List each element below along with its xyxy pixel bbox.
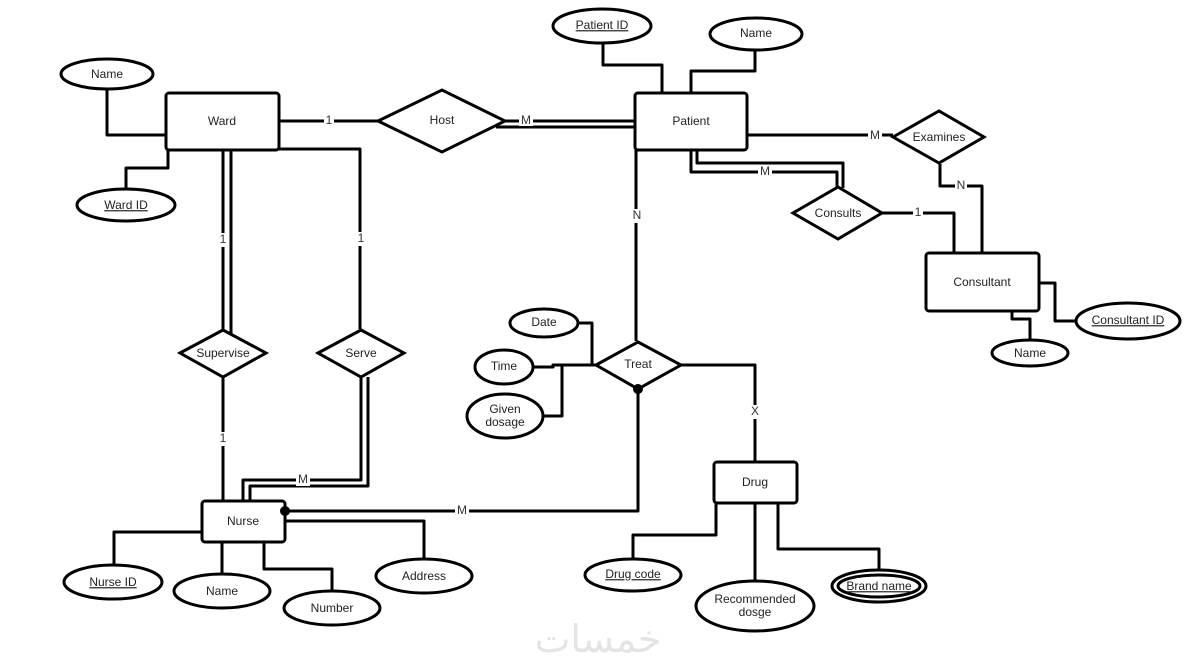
attribute-consultant-name[interactable]: Name bbox=[990, 338, 1070, 368]
line-ward-serve bbox=[279, 147, 362, 329]
line-nurse-number bbox=[262, 543, 334, 591]
attribute-label: Address bbox=[402, 569, 446, 583]
entity-drug[interactable]: Drug bbox=[712, 460, 799, 505]
line-consultant-id bbox=[1040, 281, 1076, 323]
watermark: خمسات bbox=[535, 617, 662, 661]
line-nurse-id bbox=[112, 530, 202, 567]
cardinality-treat-drug: X bbox=[751, 404, 759, 418]
cardinality-ward-host: 1 bbox=[326, 113, 333, 127]
attribute-label: Given bbox=[489, 402, 520, 416]
attribute-nurse-number[interactable]: Number bbox=[282, 589, 382, 627]
line-treat-nurse bbox=[285, 389, 640, 513]
line-treat-drug bbox=[681, 363, 757, 461]
attribute-label: dosge bbox=[739, 605, 772, 619]
attribute-nurse-name[interactable]: Name bbox=[172, 572, 272, 610]
attribute-consultant-id[interactable]: Consultant ID bbox=[1074, 301, 1182, 341]
attribute-label: Name bbox=[91, 67, 123, 81]
relationship-label: Host bbox=[430, 113, 455, 127]
entity-nurse[interactable]: Nurse bbox=[200, 499, 287, 544]
attribute-brand-name[interactable]: Brand name bbox=[830, 568, 928, 604]
cardinality-examines-consultant: N bbox=[957, 178, 966, 192]
line-consultant-name bbox=[1010, 312, 1032, 342]
attribute-label: Date bbox=[531, 315, 557, 329]
attribute-label: Name bbox=[1014, 346, 1046, 360]
relationship-consults[interactable]: Consults bbox=[790, 185, 885, 241]
attribute-label-key: Drug code bbox=[605, 567, 661, 581]
cardinality-patient-treat: N bbox=[633, 208, 642, 222]
relationship-supervise[interactable]: Supervise bbox=[176, 328, 270, 379]
entity-label: Ward bbox=[208, 114, 236, 128]
attribute-label-key: Ward ID bbox=[104, 198, 148, 212]
cardinality-ward-supervise: 1 bbox=[220, 232, 227, 246]
cardinality-patient-examines: M bbox=[870, 128, 880, 142]
attribute-nurse-address[interactable]: Address bbox=[374, 557, 474, 595]
cardinality-serve-nurse: M bbox=[298, 472, 308, 486]
cardinality-labels: 1 M M N M 1 N X M 1 1 1 M bbox=[218, 113, 967, 518]
attribute-recommended-dosage[interactable]: Recommended dosge bbox=[694, 579, 816, 633]
attribute-patient-id[interactable]: Patient ID bbox=[551, 7, 653, 45]
attribute-label-key: Brand name bbox=[846, 579, 912, 593]
line-time bbox=[533, 363, 596, 369]
line-patient-consults-a bbox=[695, 150, 845, 188]
attribute-nurse-id[interactable]: Nurse ID bbox=[62, 563, 164, 601]
line-consults-consultant bbox=[882, 211, 956, 253]
attribute-label: Time bbox=[491, 359, 518, 373]
attribute-time[interactable]: Time bbox=[473, 348, 535, 386]
attribute-patient-name[interactable]: Name bbox=[708, 16, 804, 52]
entity-label: Nurse bbox=[227, 514, 259, 528]
relationship-label: Serve bbox=[345, 346, 377, 360]
attribute-label-key: Consultant ID bbox=[1092, 313, 1165, 327]
relationship-label: Consults bbox=[815, 206, 862, 220]
line-patient-name bbox=[689, 48, 757, 92]
cardinality-treat-nurse: M bbox=[457, 503, 467, 517]
relationship-host[interactable]: Host bbox=[374, 88, 509, 154]
cardinality-consults-consultant: 1 bbox=[915, 205, 922, 219]
attribute-label: Recommended bbox=[714, 592, 795, 606]
cardinality-supervise-nurse: 1 bbox=[220, 431, 227, 445]
entity-label: Patient bbox=[672, 114, 710, 128]
attribute-label-key: Nurse ID bbox=[89, 575, 137, 589]
line-ward-id bbox=[124, 150, 170, 190]
entity-ward[interactable]: Ward bbox=[164, 91, 281, 152]
line-given-dosage bbox=[541, 365, 564, 418]
relationship-label: Supervise bbox=[196, 346, 250, 360]
line-patient-id bbox=[601, 43, 664, 92]
attribute-drug-code[interactable]: Drug code bbox=[583, 557, 683, 593]
relationship-serve[interactable]: Serve bbox=[314, 328, 408, 379]
attribute-label-key: Patient ID bbox=[576, 18, 629, 32]
attribute-label: dosage bbox=[485, 415, 525, 429]
line-nurse-address bbox=[285, 519, 426, 559]
attribute-given-dosage[interactable]: Given dosage bbox=[465, 392, 545, 440]
attribute-label: Name bbox=[206, 584, 238, 598]
line-brand-name bbox=[776, 503, 881, 571]
line-drug-code bbox=[631, 503, 718, 560]
attribute-ward-id[interactable]: Ward ID bbox=[75, 187, 177, 223]
relationship-label: Treat bbox=[624, 357, 652, 371]
participation-dot-nurse bbox=[280, 506, 290, 516]
relationship-treat[interactable]: Treat bbox=[592, 340, 685, 391]
participation-dot-treat bbox=[633, 384, 643, 394]
line-ward-name bbox=[105, 88, 166, 137]
cardinality-ward-serve: 1 bbox=[358, 231, 365, 245]
relationship-examines[interactable]: Examines bbox=[889, 109, 987, 165]
attribute-label: Number bbox=[311, 601, 354, 615]
attribute-ward-name[interactable]: Name bbox=[59, 57, 155, 91]
attribute-date[interactable]: Date bbox=[508, 307, 580, 339]
entity-consultant[interactable]: Consultant bbox=[924, 251, 1041, 313]
entity-label: Consultant bbox=[953, 275, 1011, 289]
relationship-label: Examines bbox=[913, 130, 966, 144]
entity-label: Drug bbox=[742, 475, 768, 489]
line-date bbox=[578, 321, 594, 365]
cardinality-host-patient: M bbox=[521, 113, 531, 127]
entity-patient[interactable]: Patient bbox=[633, 91, 749, 152]
attribute-label: Name bbox=[740, 26, 772, 40]
cardinality-patient-consults: M bbox=[760, 164, 770, 178]
